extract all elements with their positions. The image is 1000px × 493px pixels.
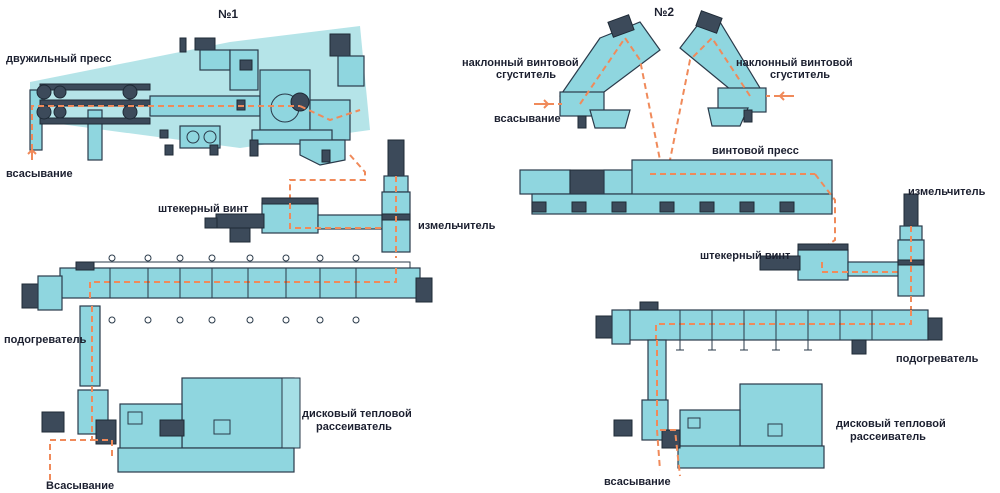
double-wire-press bbox=[29, 33, 365, 166]
label-disc-disperser-1-b: рассеиватель bbox=[316, 421, 392, 433]
inclined-thickener-left bbox=[559, 14, 661, 129]
scheme-1 bbox=[21, 26, 433, 480]
heater-1-ribs bbox=[109, 268, 357, 298]
label-thickener-right-b: сгуститель bbox=[770, 69, 831, 81]
heater-2 bbox=[595, 301, 943, 355]
shredder-1 bbox=[381, 139, 411, 258]
label-thickener-left-b: сгуститель bbox=[496, 69, 557, 81]
label-disc-disperser-2-b: рассеиватель bbox=[850, 431, 926, 443]
label-plug-screw-1: штекерный винт bbox=[158, 203, 249, 215]
label-heater-2: подогреватель bbox=[896, 353, 979, 365]
scheme-2-title: №2 bbox=[654, 5, 675, 19]
inclined-thickener-right bbox=[679, 10, 767, 127]
label-thickener-right-a: наклонный винтовой bbox=[736, 57, 853, 69]
suction-arrows bbox=[27, 91, 794, 160]
disc-disperser-1 bbox=[41, 306, 301, 480]
label-plug-screw-2: штекерный винт bbox=[700, 250, 791, 262]
shredder-2 bbox=[897, 193, 925, 310]
label-suction-1-top: всасывание bbox=[6, 168, 73, 180]
plug-screw-2 bbox=[759, 243, 906, 281]
label-screw-press: винтовой пресс bbox=[712, 145, 799, 157]
heater-2-valves bbox=[676, 340, 812, 351]
vertical-pipe-1 bbox=[79, 305, 101, 387]
label-suction-1-bottom: Всасывание bbox=[46, 480, 115, 492]
heater-2-ribs bbox=[679, 310, 873, 340]
heater-1-valves bbox=[108, 254, 360, 324]
label-thickener-left-a: наклонный винтовой bbox=[462, 57, 579, 69]
plug-screw-1 bbox=[204, 197, 390, 243]
label-disc-disperser-2-a: дисковый тепловой bbox=[836, 418, 946, 430]
label-double-press: двужильный пресс bbox=[6, 53, 112, 65]
label-suction-2-top: всасывание bbox=[494, 113, 561, 125]
scheme-1-title: №1 bbox=[218, 7, 239, 21]
label-disc-disperser-1-a: дисковый тепловой bbox=[302, 408, 412, 420]
label-heater-1: подогреватель bbox=[4, 334, 87, 346]
label-shredder-2: измельчитель bbox=[908, 186, 986, 198]
heater-1 bbox=[21, 254, 433, 324]
disc-disperser-2 bbox=[613, 340, 825, 477]
label-suction-2-bottom: всасывание bbox=[604, 476, 671, 488]
screw-press bbox=[519, 159, 833, 215]
scheme-2 bbox=[519, 10, 943, 477]
label-shredder-1: измельчитель bbox=[418, 220, 496, 232]
